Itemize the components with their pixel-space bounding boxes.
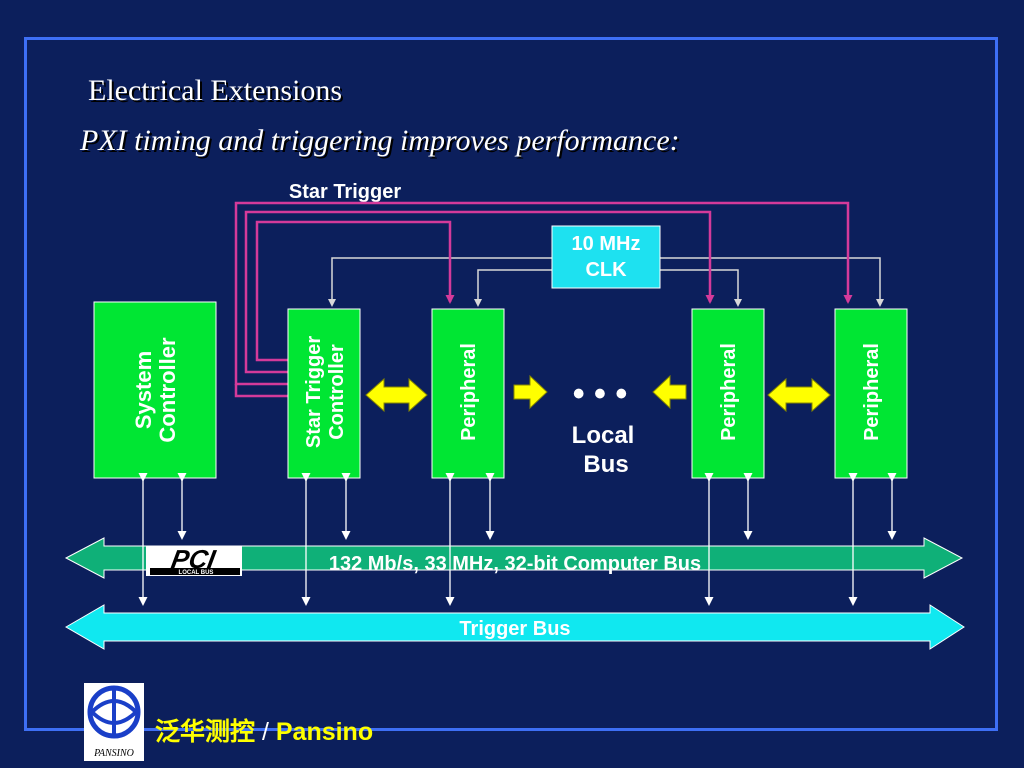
system-controller-line1: System (131, 351, 156, 429)
peripheral-label-1: Peripheral (458, 343, 480, 441)
ellipsis: • • • (573, 375, 628, 413)
star-trigger-label: Star Trigger (289, 181, 401, 203)
company-name-cn: 泛华测控 (155, 718, 256, 746)
peripheral-box-2: Peripheral (691, 308, 765, 479)
left-arrow-icon (652, 374, 687, 410)
pci-logo: PCI LOCAL BUS (146, 544, 242, 576)
right-arrow-icon (513, 374, 548, 410)
footer-separator: / (255, 718, 276, 746)
peripheral-label-3: Peripheral (861, 343, 883, 441)
system-controller-box: System Controller (93, 301, 217, 479)
peripheral-box-3: Peripheral (834, 308, 908, 479)
trigger-bus-arrow (65, 604, 965, 650)
clock-lines (328, 257, 884, 307)
system-controller-line2: Controller (155, 337, 180, 443)
peripheral-label-2: Peripheral (718, 343, 740, 441)
clock-label-line2: CLK (585, 259, 627, 281)
bus-connectors (138, 473, 897, 606)
star-trigger-controller-line2: Controller (326, 344, 348, 440)
star-trigger-controller-box: Star Trigger Controller (287, 308, 361, 479)
star-trigger-lines (234, 201, 853, 398)
clock-box: 10 MHz CLK (551, 225, 661, 289)
slide-title: Electrical Extensions (88, 74, 343, 107)
local-bus-line2: Bus (583, 451, 628, 478)
double-arrow-icon-2 (767, 377, 831, 413)
company-name-en: Pansino (275, 718, 374, 746)
double-arrow-icon-1 (365, 377, 428, 413)
trigger-bus-label: Trigger Bus (459, 618, 570, 640)
local-bus-arrows (365, 374, 831, 413)
slide-frame (24, 37, 998, 731)
peripheral-box-1: Peripheral (431, 308, 505, 479)
clock-label-line1: 10 MHz (572, 233, 641, 255)
company-logo: PANSINO (84, 683, 144, 761)
pci-logo-subtext: LOCAL BUS (179, 570, 214, 576)
star-trigger-controller-line1: Star Trigger (303, 336, 325, 448)
computer-bus-arrow (64, 537, 964, 579)
company-logo-text: PANSINO (93, 748, 134, 759)
computer-bus-label: 132 Mb/s, 33 MHz, 32-bit Computer Bus (329, 553, 701, 575)
local-bus-line1: Local (572, 422, 635, 449)
footer-company: 泛华测控 / Pansino (155, 712, 373, 748)
slide-subtitle: PXI timing and triggering improves perfo… (80, 124, 680, 157)
